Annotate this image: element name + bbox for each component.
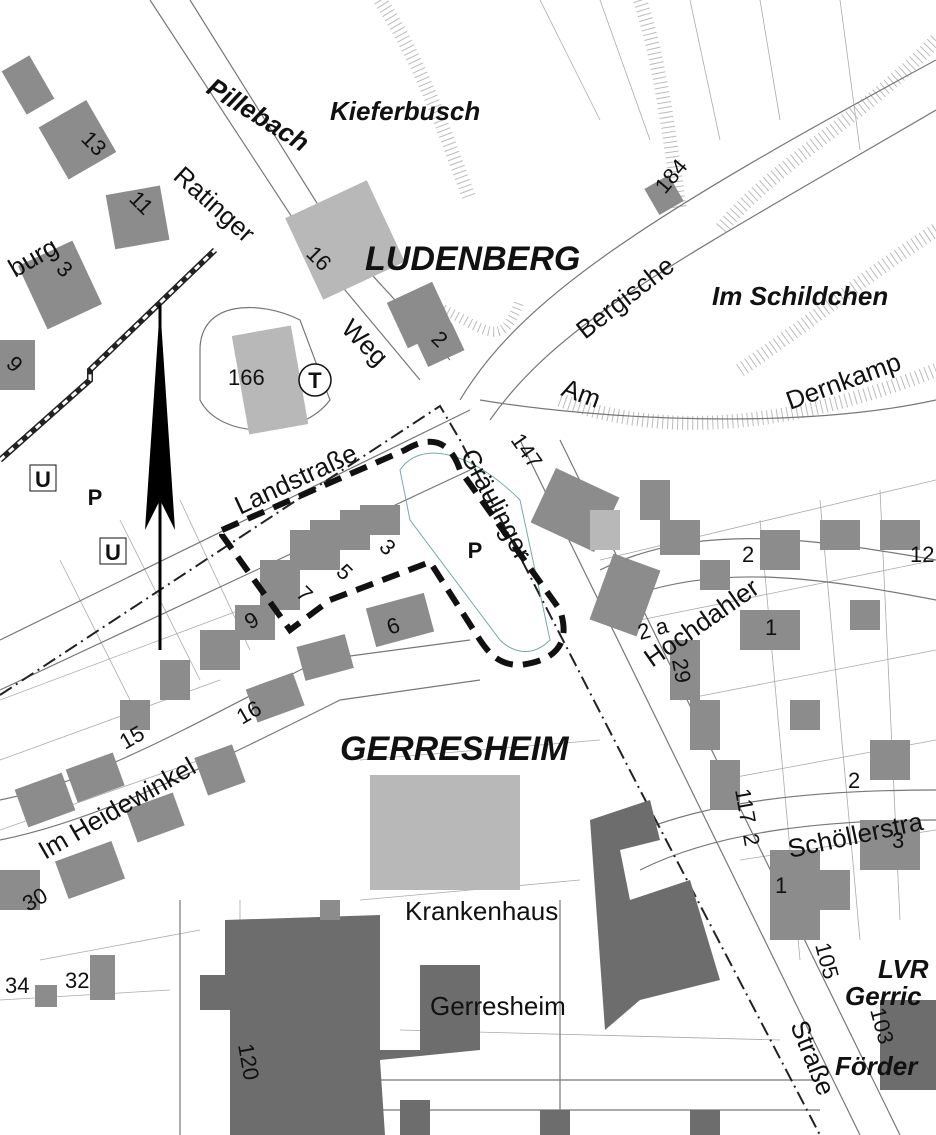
house-number: 12 <box>910 542 934 567</box>
underground-symbol: U <box>35 467 51 492</box>
buildings <box>0 55 936 1135</box>
street-label-bergische: Bergische <box>570 250 680 345</box>
house-number: 105 <box>810 940 844 982</box>
district-label-ludenberg: LUDENBERG <box>365 240 580 278</box>
street-label-am: Am <box>558 372 605 414</box>
district-boundary <box>0 404 821 1135</box>
house-number: 29 <box>667 657 696 685</box>
place-label-im-schildchen: Im Schildchen <box>712 281 888 311</box>
underground-symbol: U <box>105 540 121 565</box>
project-site-boundary <box>219 438 567 669</box>
house-number: 147 <box>506 429 548 473</box>
place-label-lvr-line2: Gerric <box>845 981 922 1011</box>
railway <box>0 247 218 463</box>
street-label-ratinger: Ratinger <box>168 160 261 248</box>
hospital-label: Krankenhaus <box>405 896 558 926</box>
embankments <box>374 0 936 430</box>
house-number: 2 <box>738 832 765 848</box>
map-symbols: U U P P T <box>29 363 483 565</box>
place-label-lvr: LVR <box>878 954 929 984</box>
house-number: 3 <box>892 828 904 853</box>
house-number: 3 <box>374 534 400 560</box>
place-label-lvr-line3: Förder <box>835 1051 919 1081</box>
street-label-landstrasse: Landstraße <box>230 438 362 521</box>
north-arrow <box>145 305 175 650</box>
house-number: 34 <box>5 973 29 998</box>
hospital-label-line2: Gerresheim <box>430 991 566 1021</box>
parking-lot <box>399 452 551 653</box>
taxi-symbol: T <box>308 368 322 393</box>
house-number: 2 <box>848 768 860 793</box>
street-label-weg: Weg <box>336 313 395 372</box>
house-number: 32 <box>65 968 89 993</box>
street-label-strasse: Straße <box>784 1016 841 1100</box>
parking-symbol: P <box>88 485 103 510</box>
district-label-gerresheim: GERRESHEIM <box>340 730 569 768</box>
parking-symbol: P <box>468 538 483 563</box>
house-number: 166 <box>228 365 265 390</box>
house-number: 2 <box>742 542 754 567</box>
house-number: 117 <box>730 787 761 826</box>
place-label-kieferbusch: Kieferbusch <box>330 96 480 126</box>
house-number: 1 <box>765 615 777 640</box>
street-label-dernkamp: Dernkamp <box>782 346 905 415</box>
house-number: 1 <box>775 873 787 898</box>
stream-label-pillebach: Pillebach <box>202 72 315 158</box>
